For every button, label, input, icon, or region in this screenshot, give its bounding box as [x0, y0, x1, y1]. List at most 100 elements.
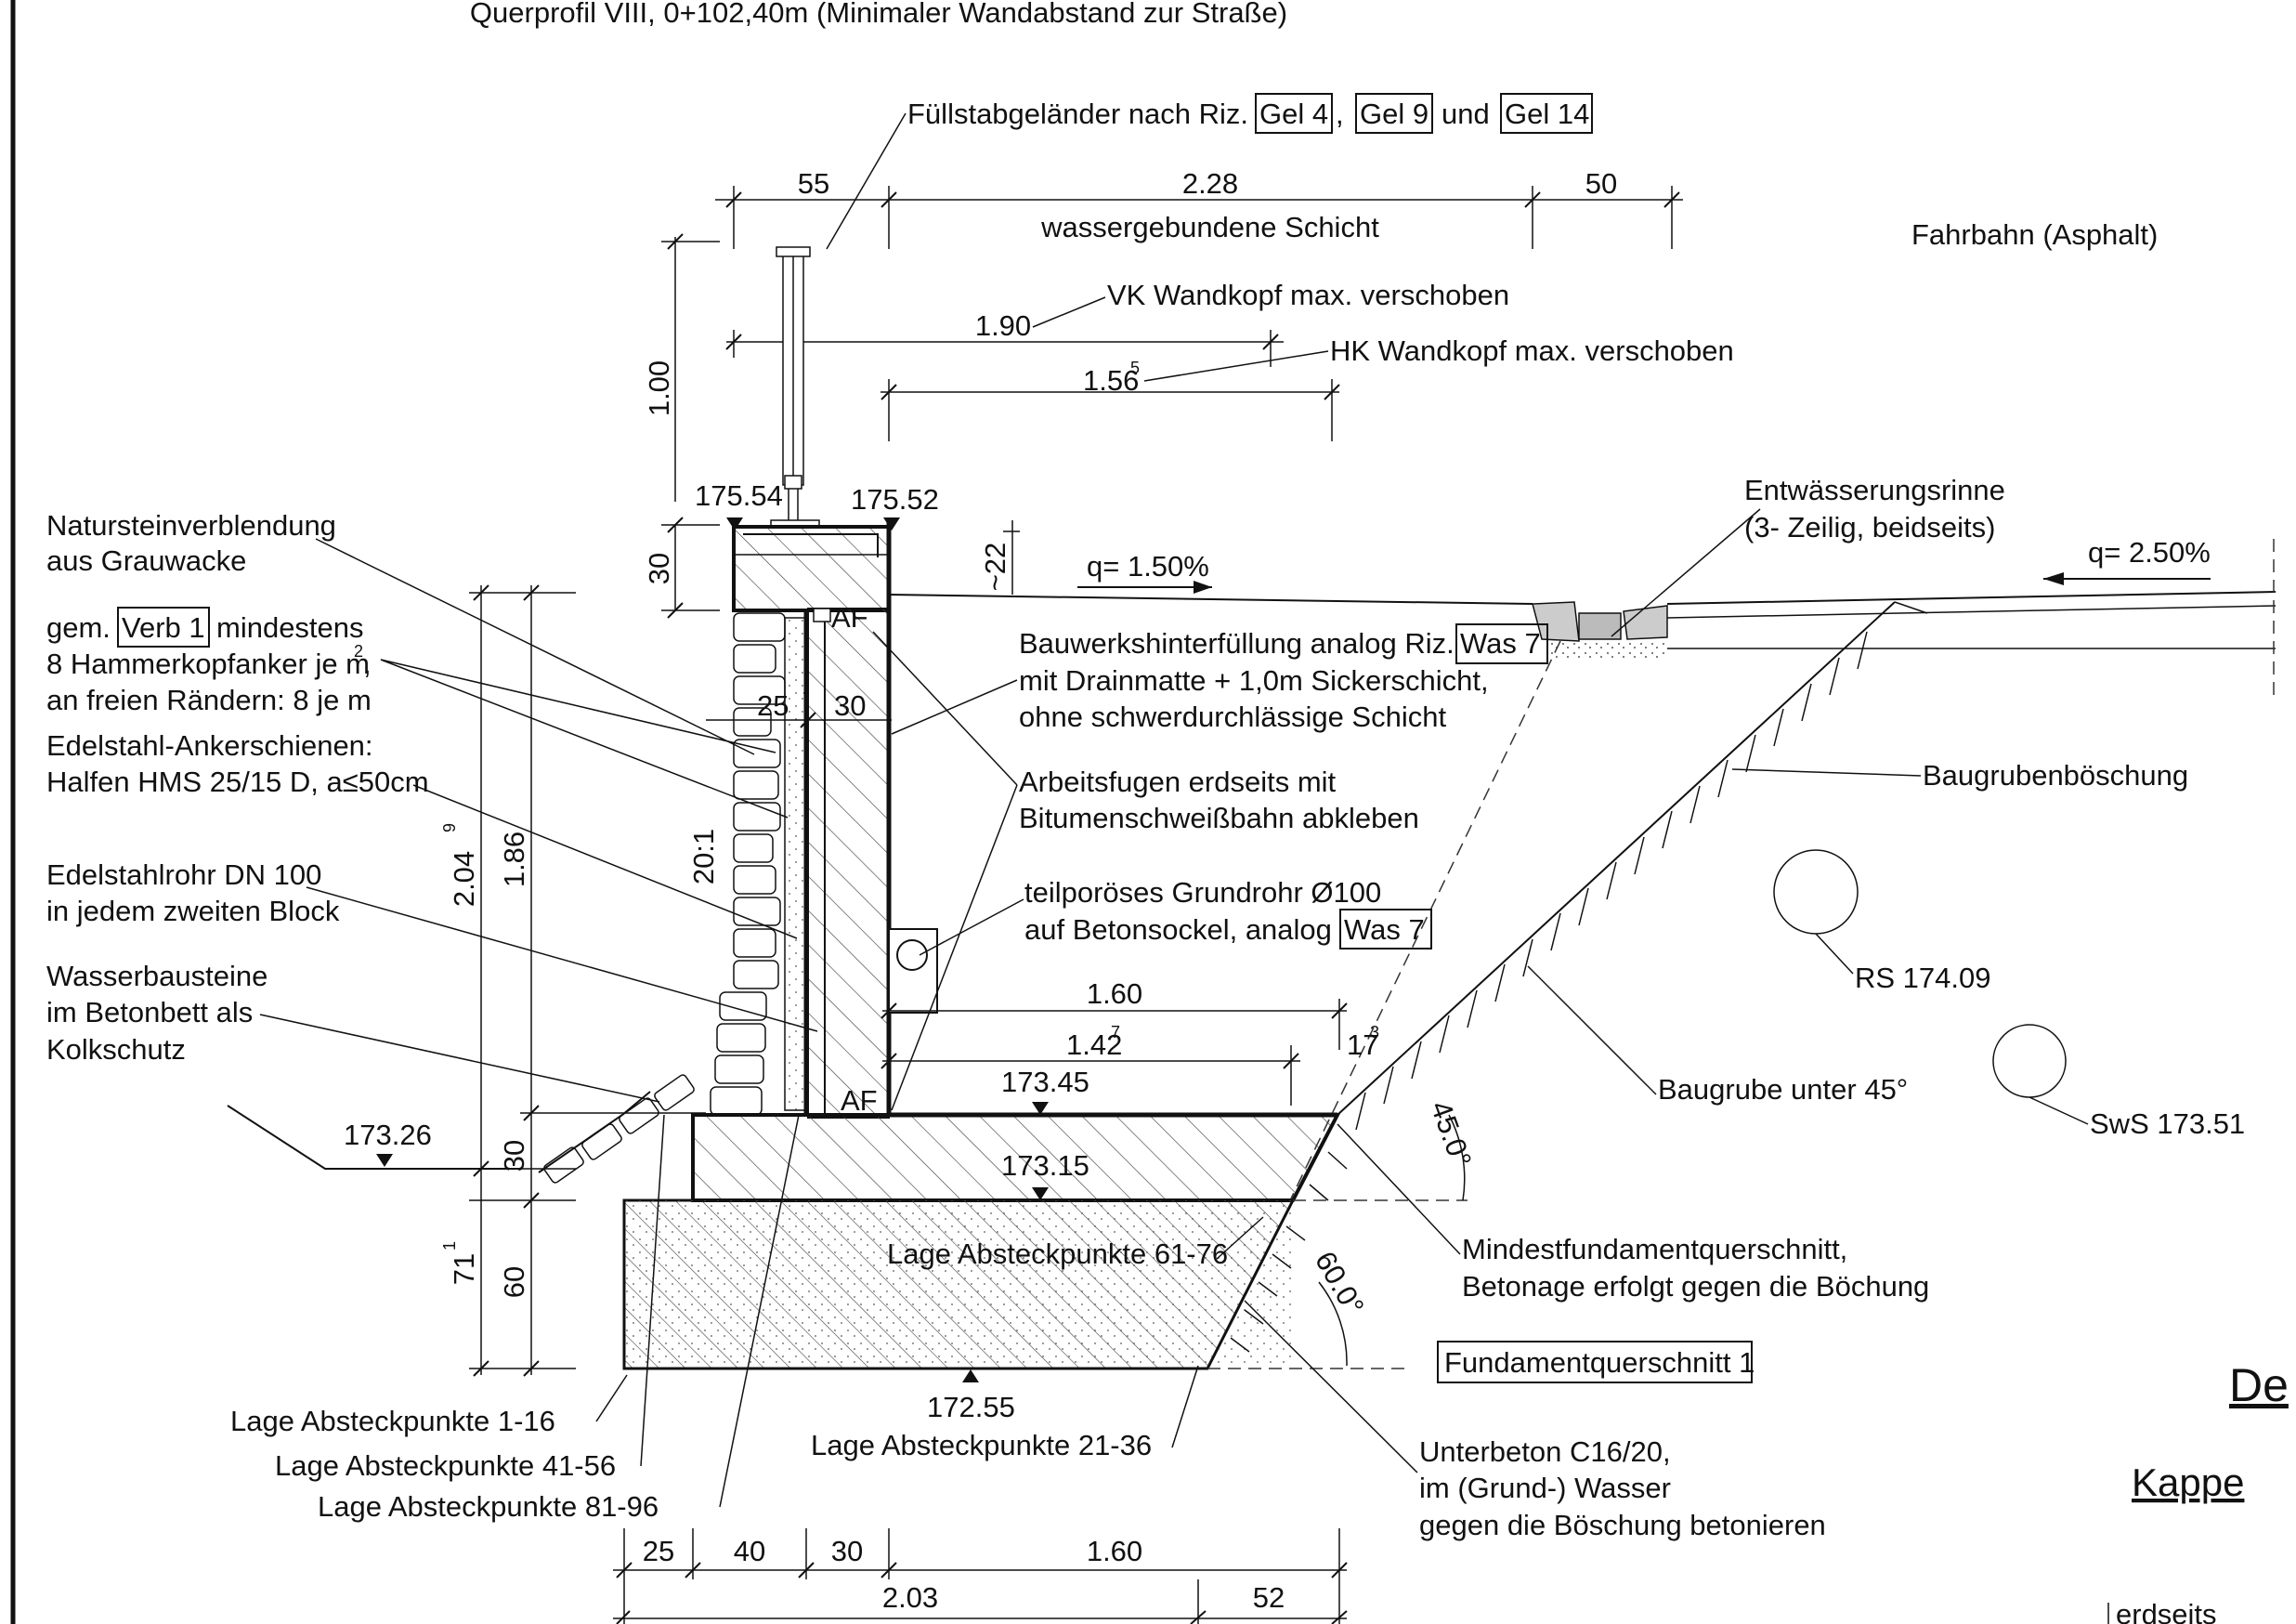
min-foundation-note: Mindestfundamentquerschnitt, Betonage er… — [1337, 1123, 1929, 1303]
side-heading-de: De — [2229, 1359, 2289, 1411]
svg-text:Bauwerkshinterfüllung analog R: Bauwerkshinterfüllung analog Riz. — [1019, 627, 1455, 660]
stone-cladding-note: Natursteinverblendung aus Grauwacke — [46, 509, 755, 755]
svg-text:17: 17 — [1347, 1028, 1378, 1061]
pit-slope-note: Baugrubenböschung — [1731, 759, 2188, 792]
scour-protection — [543, 1074, 695, 1184]
svg-text:Lage Absteckpunkte 1-16: Lage Absteckpunkte 1-16 — [230, 1405, 555, 1437]
footing-dimensions: 1.60 1.42 7 17 3 — [881, 977, 1379, 1106]
railing-note: Füllstabgeländer nach Riz. Gel 4 , Gel 9… — [826, 93, 1593, 250]
bottom-dimensions: 25 40 30 1.60 2.03 52 — [613, 1528, 1348, 1624]
svg-text:Edelstahl-Ankerschienen:: Edelstahl-Ankerschienen: — [46, 729, 373, 762]
natural-stone-cladding — [710, 612, 808, 1116]
svg-text:Lage Absteckpunkte 61-76: Lage Absteckpunkte 61-76 — [887, 1238, 1228, 1270]
svg-text:2.28: 2.28 — [1182, 167, 1238, 200]
foundation-box-note: Fundamentquerschnitt 1 — [1437, 1341, 1755, 1383]
railing-post — [770, 246, 820, 529]
svg-text:1.86: 1.86 — [498, 832, 530, 887]
svg-text:1.60: 1.60 — [1087, 1535, 1142, 1567]
road-and-embankment: q= 1.50% q= 2.50% ~22 — [888, 520, 2276, 697]
svg-text:Halfen HMS 25/15 D, a≤50cm: Halfen HMS 25/15 D, a≤50cm — [46, 766, 429, 798]
footing — [691, 1112, 1341, 1202]
section-title: Querprofil VIII, 0+102,40m (Minimaler Wa… — [470, 0, 1287, 29]
drain-pipe — [888, 928, 938, 1014]
sws-label: SwS 173.51 — [2090, 1107, 2245, 1140]
svg-text:Mindestfundamentquerschnitt,: Mindestfundamentquerschnitt, — [1462, 1233, 1847, 1265]
svg-text:173.15: 173.15 — [1001, 1149, 1089, 1182]
svg-text:60: 60 — [498, 1266, 530, 1298]
svg-text:aus Grauwacke: aus Grauwacke — [46, 544, 246, 577]
svg-text:mit Drainmatte + 1,0m Sickersc: mit Drainmatte + 1,0m Sickerschicht, — [1019, 664, 1489, 697]
svg-text:Lage Absteckpunkte 81-96: Lage Absteckpunkte 81-96 — [318, 1490, 659, 1523]
svg-text:20:1: 20:1 — [687, 829, 720, 884]
wall-width-dimensions: 25 30 — [706, 689, 892, 728]
svg-text:Baugrubenböschung: Baugrubenböschung — [1923, 759, 2188, 792]
svg-text:AF: AF — [841, 1084, 878, 1117]
svg-text:Bitumenschweißbahn abkleben: Bitumenschweißbahn abkleben — [1019, 802, 1419, 834]
svg-text:ohne schwerdurchlässige Schich: ohne schwerdurchlässige Schicht — [1019, 701, 1446, 733]
svg-text:mindestens: mindestens — [216, 611, 364, 644]
joints-note: Arbeitsfugen erdseits mit Bitumenschweiß… — [872, 631, 1419, 1111]
svg-text:q= 1.50%: q= 1.50% — [1087, 550, 1209, 583]
svg-text:50: 50 — [1585, 167, 1617, 200]
scour-note: Wasserbausteine im Betonbett als Kolksch… — [46, 960, 660, 1103]
svg-text:Gel 9: Gel 9 — [1360, 98, 1428, 130]
drainpipe-note: teilporöses Grundrohr Ø100 auf Betonsock… — [919, 876, 1432, 956]
svg-text:30: 30 — [643, 553, 675, 584]
svg-text:45.0°: 45.0° — [1424, 1096, 1478, 1171]
svg-text:Entwässerungsrinne: Entwässerungsrinne — [1744, 474, 2005, 506]
svg-text:Lage Absteckpunkte 41-56: Lage Absteckpunkte 41-56 — [275, 1449, 616, 1482]
svg-text:im (Grund-) Wasser: im (Grund-) Wasser — [1419, 1472, 1671, 1504]
left-vertical-dimensions: 2.04 9 1.86 20:1 30 71 1 60 — [440, 584, 720, 1377]
sws-circle — [1992, 1024, 2067, 1098]
svg-text:3: 3 — [1370, 1023, 1379, 1041]
drain-channel-note: Entwässerungsrinne (3- Zeilig, beidseits… — [1611, 474, 2005, 637]
svg-text:und: und — [1442, 98, 1490, 130]
ground-left-riverbed — [538, 1091, 651, 1173]
svg-text:2: 2 — [354, 642, 363, 661]
top-elevations: 175.54 175.52 — [695, 479, 939, 530]
ground-left — [227, 1105, 520, 1170]
svg-text:,: , — [363, 648, 372, 680]
lean-concrete — [622, 1198, 1296, 1370]
svg-text:172.55: 172.55 — [927, 1391, 1015, 1423]
side-heading-erdseits: erdseits — [2116, 1598, 2217, 1624]
anchor-rails-note: Edelstahl-Ankerschienen: Halfen HMS 25/1… — [46, 729, 798, 939]
svg-text:teilporöses Grundrohr Ø100: teilporöses Grundrohr Ø100 — [1024, 876, 1381, 909]
wall-head-dimensions: 1.90 VK Wandkopf max. verschoben 1.56 5 … — [725, 279, 1734, 441]
svg-text:q= 2.50%: q= 2.50% — [2088, 536, 2211, 569]
svg-text:wassergebundene Schicht: wassergebundene Schicht — [1040, 211, 1379, 243]
svg-text:Betonage erfolgt gegen die Böc: Betonage erfolgt gegen die Böchung — [1462, 1270, 1929, 1303]
svg-text:AF: AF — [831, 601, 868, 634]
svg-text:Gel 4: Gel 4 — [1259, 98, 1328, 130]
svg-text:52: 52 — [1253, 1581, 1285, 1614]
svg-text:auf Betonsockel, analog: auf Betonsockel, analog — [1024, 913, 1332, 946]
svg-text:gegen die Böschung betonieren: gegen die Böschung betonieren — [1419, 1509, 1826, 1541]
railing-height-dim: 1.00 30 — [643, 233, 720, 619]
svg-text:~22: ~22 — [979, 543, 1011, 592]
svg-text:Unterbeton C16/20,: Unterbeton C16/20, — [1419, 1435, 1671, 1468]
svg-text:Fundamentquerschnitt 1: Fundamentquerschnitt 1 — [1444, 1346, 1755, 1379]
svg-text:1.56: 1.56 — [1083, 364, 1139, 397]
side-heading-kappe: Kappe — [2132, 1460, 2244, 1504]
svg-text:30: 30 — [834, 689, 866, 722]
svg-text:71: 71 — [448, 1253, 480, 1285]
svg-text:HK Wandkopf max. verschoben: HK Wandkopf max. verschoben — [1330, 334, 1734, 367]
svg-text:1.90: 1.90 — [975, 309, 1031, 342]
svg-text:Natursteinverblendung: Natursteinverblendung — [46, 509, 336, 542]
svg-text:30: 30 — [831, 1535, 863, 1567]
svg-text:5: 5 — [1130, 359, 1140, 377]
wall-stem: AF AF — [803, 520, 892, 1119]
svg-text:7: 7 — [1111, 1023, 1120, 1041]
svg-text:Arbeitsfugen erdseits mit: Arbeitsfugen erdseits mit — [1019, 766, 1337, 798]
svg-text:Verb 1: Verb 1 — [122, 611, 205, 644]
svg-text:Gel 14: Gel 14 — [1505, 98, 1589, 130]
backfill-note: Bauwerkshinterfüllung analog Riz. Was 7 … — [891, 623, 1548, 735]
svg-text:Kolkschutz: Kolkschutz — [46, 1033, 186, 1066]
svg-text:1: 1 — [440, 1241, 459, 1251]
wall-cap — [732, 525, 891, 612]
svg-text:1.00: 1.00 — [643, 360, 675, 416]
svg-text:173.45: 173.45 — [1001, 1066, 1089, 1098]
svg-text:im Betonbett als: im Betonbett als — [46, 996, 253, 1028]
svg-text:2.04: 2.04 — [448, 851, 480, 907]
